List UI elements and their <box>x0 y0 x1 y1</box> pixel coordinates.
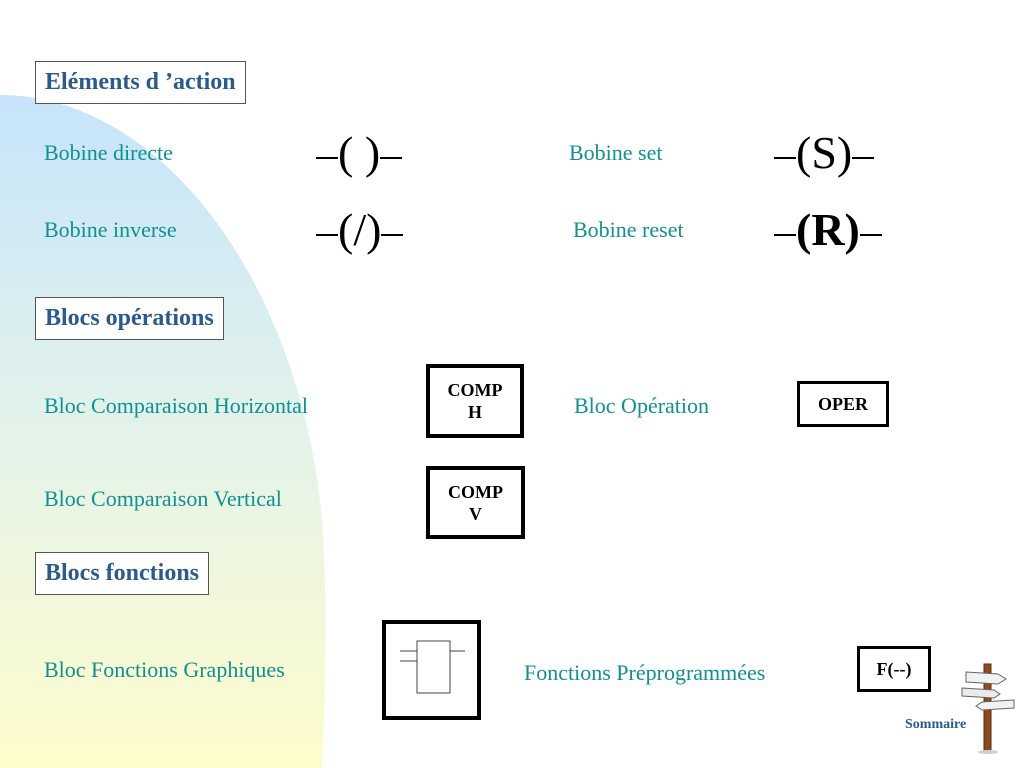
coil-reset-text: (R) <box>796 204 860 255</box>
oper-block: OPER <box>797 381 889 427</box>
coil-set-symbol: (S) <box>774 127 875 178</box>
preprog-text: F(--) <box>876 659 912 679</box>
comp-v-line1: COMP <box>448 481 503 502</box>
coil-inverse-text: (/) <box>338 204 382 255</box>
section-title-operations: Blocs opérations <box>35 297 224 340</box>
comp-v-block: COMP V <box>426 466 525 539</box>
oper-text: OPER <box>817 394 868 414</box>
graphic-function-block <box>382 620 481 720</box>
section-title-actions: Eléments d ’action <box>35 61 246 104</box>
label-bobine-reset: Bobine reset <box>573 217 684 242</box>
comp-h-line2: H <box>467 402 482 422</box>
label-bobine-inverse: Bobine inverse <box>44 217 177 242</box>
label-fonctions-graphiques: Bloc Fonctions Graphiques <box>44 657 285 682</box>
function-block-icon <box>400 640 465 694</box>
comp-h-line1: COMP <box>447 380 503 400</box>
signpost-icon[interactable] <box>958 660 1022 756</box>
label-bloc-operation: Bloc Opération <box>574 393 710 418</box>
coil-inverse-symbol: (/) <box>316 204 404 255</box>
label-fonctions-preprogrammees: Fonctions Préprogrammées <box>524 660 766 685</box>
comp-h-block: COMP H <box>426 364 524 438</box>
comp-v-line2: V <box>469 503 482 524</box>
coil-set-text: (S) <box>796 127 853 178</box>
label-bobine-directe: Bobine directe <box>44 140 173 165</box>
section-title-functions: Blocs fonctions <box>35 552 210 595</box>
label-comp-horizontal: Bloc Comparaison Horizontal <box>44 393 308 418</box>
coil-direct-symbol: ( ) <box>316 127 403 178</box>
preprog-function-block: F(--) <box>857 646 931 692</box>
coil-reset-symbol: (R) <box>774 205 882 255</box>
label-bobine-set: Bobine set <box>569 140 663 165</box>
coil-direct-text: ( ) <box>338 127 381 178</box>
sommaire-link[interactable]: Sommaire <box>905 717 967 732</box>
label-comp-vertical: Bloc Comparaison Vertical <box>44 486 282 511</box>
